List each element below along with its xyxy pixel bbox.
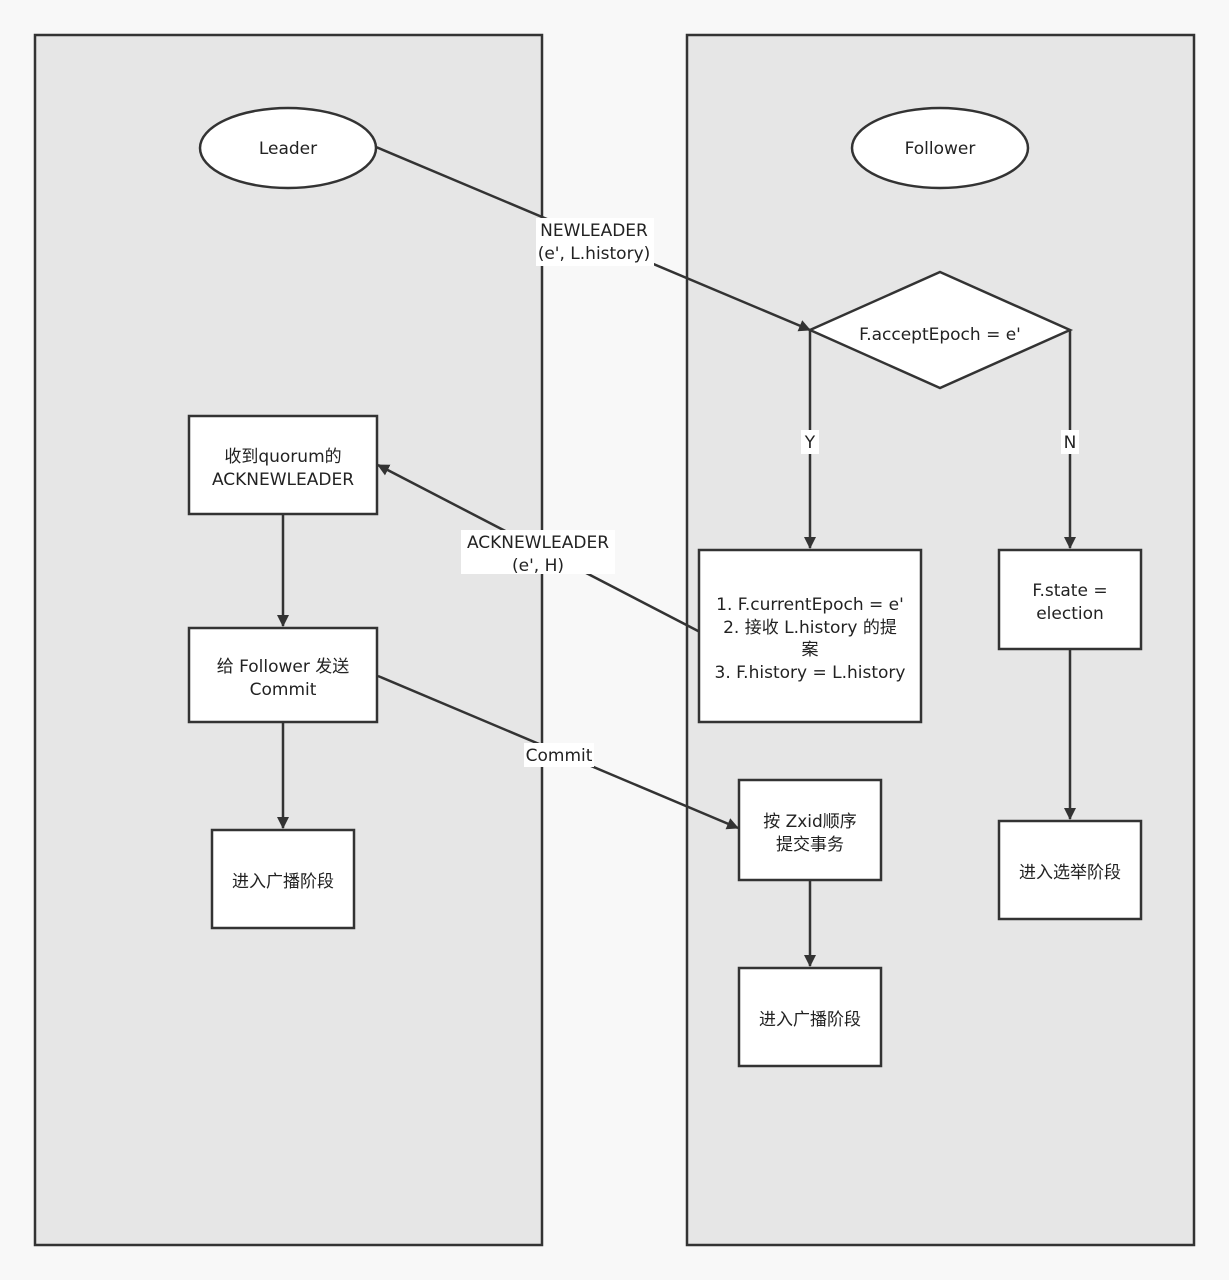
commit-zxid-line-2: 提交事务	[776, 835, 844, 855]
enter-election-box	[997, 819, 1143, 921]
send-commit-line-1: 给 Follower 发送	[217, 657, 350, 677]
enter-election-label: 进入选举阶段	[1019, 863, 1121, 883]
accept-steps-line-2: 2. 接收 L.history 的提	[723, 618, 897, 638]
received-quorum-box	[187, 414, 379, 516]
state-election-box	[997, 548, 1143, 651]
state-election-line-2: election	[1036, 604, 1104, 624]
state-election-line-1: F.state =	[1032, 581, 1107, 601]
accept-steps-line-3: 案	[802, 640, 819, 660]
send-commit-box	[187, 626, 379, 724]
received-quorum-line-1: 收到quorum的	[224, 447, 341, 467]
leader-broadcast-label: 进入广播阶段	[232, 872, 334, 892]
accept-steps-box	[697, 548, 923, 724]
newleader-label-line-2: (e', L.history)	[538, 244, 651, 264]
leader-broadcast-box	[210, 828, 356, 930]
decision-label: F.acceptEpoch = e'	[859, 325, 1021, 345]
accept-epoch-decision	[806, 270, 1074, 390]
newleader-label-line-1: NEWLEADER	[540, 221, 648, 241]
ack-newleader-label-line-2: (e', H)	[512, 556, 564, 576]
no-label: N	[1064, 433, 1077, 453]
commit-zxid-box	[737, 778, 883, 882]
accept-steps-line-1: 1. F.currentEpoch = e'	[716, 595, 904, 615]
received-quorum-line-2: ACKNEWLEADER	[212, 470, 354, 490]
send-commit-line-2: Commit	[250, 680, 317, 700]
commit-edge-label: Commit	[526, 746, 593, 766]
leader-node	[198, 106, 378, 190]
follower-broadcast-label: 进入广播阶段	[759, 1010, 861, 1030]
accept-steps-line-4: 3. F.history = L.history	[715, 663, 906, 683]
commit-zxid-line-1: 按 Zxid顺序	[763, 812, 857, 832]
yes-label: Y	[804, 433, 816, 453]
follower-label: Follower	[905, 139, 976, 159]
ack-newleader-label-line-1: ACKNEWLEADER	[467, 533, 609, 553]
leader-label: Leader	[259, 139, 317, 159]
follower-broadcast-box	[737, 966, 883, 1068]
follower-node	[850, 106, 1030, 190]
